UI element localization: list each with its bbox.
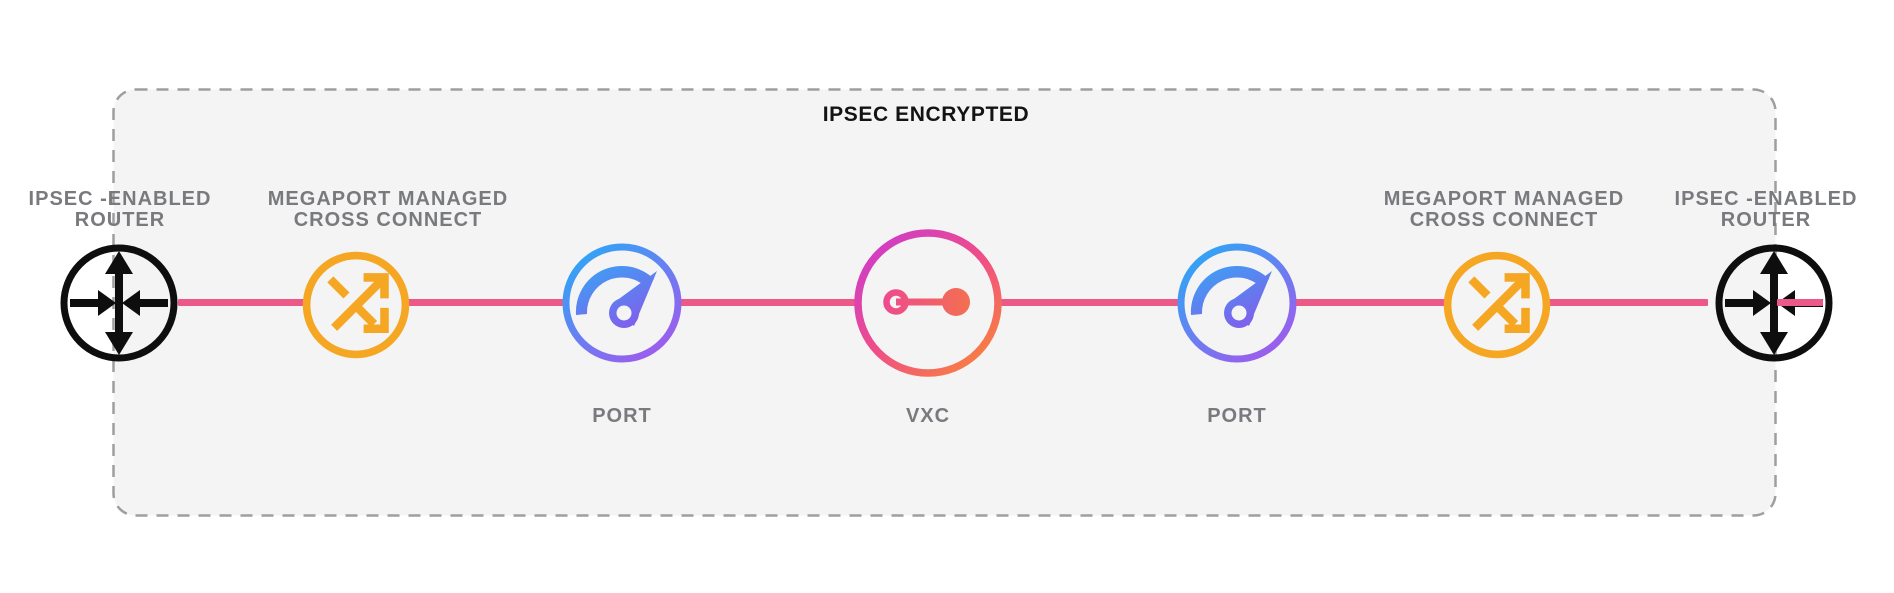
router-circle (60, 244, 178, 362)
node-ipsec-router-right (1712, 241, 1836, 365)
cross-connect-icon (302, 251, 410, 359)
speedometer-icon (575, 265, 657, 328)
router-icon (60, 244, 178, 362)
router-icon (1715, 244, 1833, 362)
connection-line-router-right (1777, 299, 1823, 306)
port-icon (562, 243, 682, 363)
node-port-right (1174, 240, 1300, 366)
cross-connect-icon (1443, 251, 1551, 359)
speedometer-icon (1190, 265, 1272, 328)
router-arrows-icon (70, 251, 168, 355)
node-label-router-left: IPSEC -ENABLED ROUTER (28, 188, 212, 231)
point-to-point-icon (883, 288, 970, 316)
node-ipsec-router-left (57, 241, 181, 365)
node-label-port-left: PORT (592, 405, 652, 427)
node-cross-connect-left (299, 248, 413, 362)
encryption-zone-title: IPSEC ENCRYPTED (822, 103, 1030, 126)
node-label-port-right: PORT (1207, 405, 1267, 427)
shuffle-arrows-icon (1468, 273, 1530, 334)
vxc-icon (854, 229, 1002, 377)
node-cross-connect-right (1440, 248, 1554, 362)
router-circle (1715, 244, 1833, 362)
node-vxc (853, 228, 1003, 378)
node-label-cross-connect-left: MEGAPORT MANAGED CROSS CONNECT (267, 188, 509, 231)
port-icon (1177, 243, 1297, 363)
node-label-vxc: VXC (905, 405, 951, 427)
node-label-router-right: IPSEC -ENABLED ROUTER (1674, 188, 1858, 231)
shuffle-arrows-icon (327, 273, 389, 334)
node-label-cross-connect-right: MEGAPORT MANAGED CROSS CONNECT (1383, 188, 1625, 231)
node-port-left (559, 240, 685, 366)
